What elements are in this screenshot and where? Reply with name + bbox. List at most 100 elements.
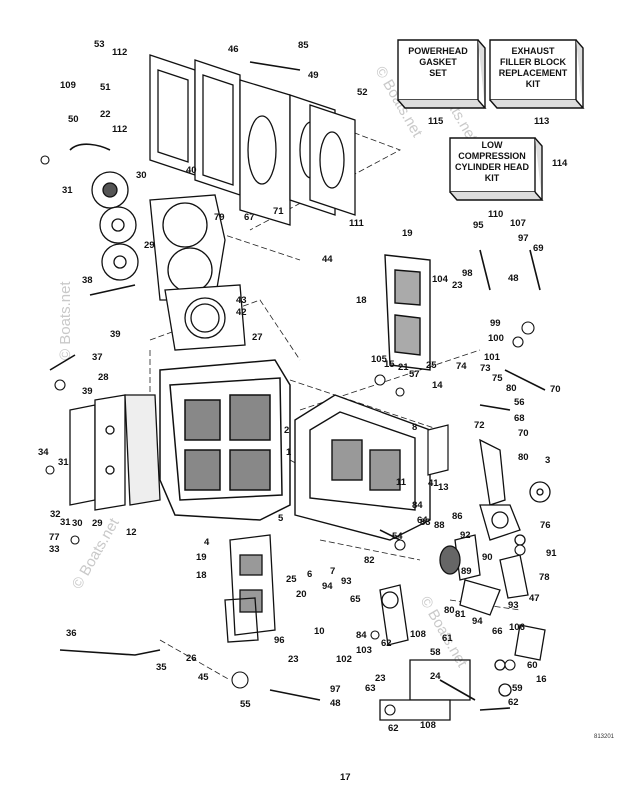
part-label: 30	[136, 170, 147, 181]
part-label: 95	[473, 220, 484, 231]
part-label: 74	[456, 361, 467, 372]
part-label: 31	[58, 457, 69, 468]
part-label: 34	[38, 447, 49, 458]
part-label: 61	[442, 633, 453, 644]
kit-box-shapes	[397, 39, 585, 201]
part-label: 50	[68, 114, 79, 125]
kit-box-line: SET	[429, 68, 447, 78]
part-label: 66	[492, 626, 503, 637]
bottom-linkage	[379, 579, 546, 721]
part-label: 35	[156, 662, 167, 673]
part-label: 40	[186, 165, 197, 176]
kit-box-line: REPLACEMENT	[499, 68, 568, 78]
part-label: 23	[452, 280, 463, 291]
part-label: 7	[330, 566, 335, 577]
part-label: 52	[357, 87, 368, 98]
part-label: 80	[506, 383, 517, 394]
part-label: 57	[409, 369, 420, 380]
part-label: 100	[488, 333, 504, 344]
part-label: 88	[434, 520, 445, 531]
part-label: 54	[392, 531, 403, 542]
part-label: 94	[472, 616, 483, 627]
part-label: 110	[488, 209, 503, 220]
part-label: 48	[330, 698, 341, 709]
filler-block	[427, 424, 449, 476]
kit-box-line: GASKET	[419, 57, 457, 67]
kit-box-part-number: 114	[552, 158, 568, 169]
part-label: 108	[420, 720, 436, 731]
part-label: 18	[196, 570, 207, 581]
part-label: 49	[308, 70, 319, 81]
part-label: 29	[144, 240, 155, 251]
part-label: 36	[66, 628, 77, 639]
part-label: 39	[82, 386, 93, 397]
part-label: 8	[412, 422, 417, 433]
kit-box-2: 113	[534, 116, 549, 127]
part-label: 77	[49, 532, 60, 543]
part-label: 70	[550, 384, 561, 395]
part-label: 1	[286, 447, 292, 458]
part-label: 99	[490, 318, 501, 329]
part-label: 2	[284, 425, 289, 436]
part-label: 58	[430, 647, 441, 658]
part-label: 68	[514, 413, 525, 424]
part-label: 80	[518, 452, 529, 463]
part-label: 106	[509, 622, 525, 633]
part-label: 108	[410, 629, 426, 640]
part-label: 104	[432, 274, 449, 285]
part-label: 23	[375, 673, 386, 684]
part-label: 62	[381, 638, 392, 649]
kit-box-part-number: 113	[534, 116, 549, 127]
part-label: 37	[92, 352, 103, 363]
part-label: 80	[444, 605, 455, 616]
part-label: 15	[384, 359, 395, 370]
part-label: 32	[50, 509, 61, 520]
part-label: 83	[420, 517, 431, 528]
part-label: 107	[510, 218, 526, 229]
part-label: 13	[438, 482, 449, 493]
part-label: 60	[527, 660, 538, 671]
part-label: 63	[365, 683, 376, 694]
part-label: 23	[288, 654, 299, 665]
part-label: 71	[273, 206, 284, 217]
part-label: 16	[536, 674, 547, 685]
part-label: 64	[417, 515, 428, 526]
part-label: 86	[452, 511, 463, 522]
part-label: 112	[112, 47, 127, 58]
part-label: 96	[274, 635, 285, 646]
part-label: 31	[60, 517, 71, 528]
part-label: 25	[426, 360, 437, 371]
part-label: 51	[100, 82, 111, 93]
part-label: 45	[198, 672, 209, 683]
part-label: 4	[204, 537, 210, 548]
part-label: 62	[508, 697, 519, 708]
part-label: 39	[110, 329, 121, 340]
part-label: 17	[340, 772, 351, 783]
kit-box-1: 115	[428, 116, 444, 127]
part-label: 81	[455, 609, 466, 620]
kit-box-line: KIT	[485, 173, 500, 183]
kit-box-line: COMPRESSION	[458, 151, 526, 161]
part-label: 84	[356, 630, 367, 641]
part-label: 5	[278, 513, 284, 524]
part-label: 89	[461, 566, 472, 577]
part-label: 41	[428, 478, 439, 489]
part-label: 82	[364, 555, 375, 566]
part-label: 19	[196, 552, 207, 563]
part-label: 62	[388, 723, 399, 734]
part-label: 26	[186, 653, 197, 664]
part-label: 22	[100, 109, 111, 120]
part-label: 79	[214, 212, 225, 223]
part-label: 10	[314, 626, 325, 637]
part-label: 11	[396, 477, 407, 488]
part-label: 38	[82, 275, 93, 286]
kit-box-line: FILLER BLOCK	[500, 57, 566, 67]
intake-manifold	[294, 254, 431, 541]
part-label: 20	[296, 589, 307, 600]
throttle-linkage	[439, 438, 551, 599]
part-label: 65	[350, 594, 361, 605]
part-label: 101	[484, 352, 501, 363]
part-label: 19	[402, 228, 413, 239]
part-label: 47	[529, 593, 540, 604]
